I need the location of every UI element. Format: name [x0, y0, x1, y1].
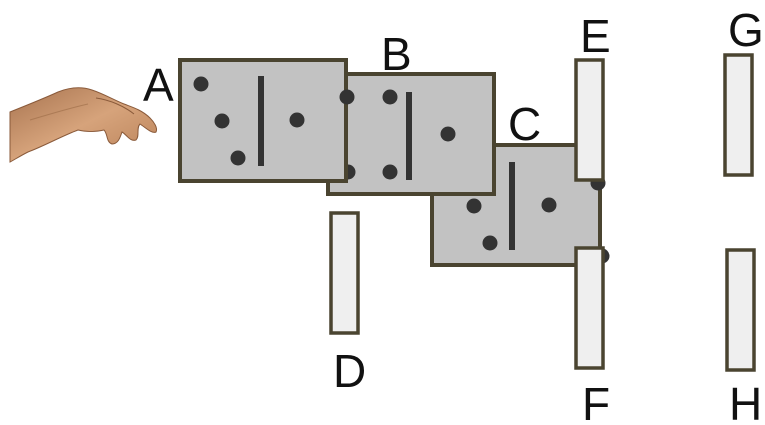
pip — [541, 197, 557, 213]
pip — [214, 113, 230, 129]
label-a: A — [143, 59, 174, 111]
label-f: F — [582, 378, 610, 425]
pip — [382, 89, 398, 105]
bar-e[interactable] — [574, 58, 605, 182]
label-h: H — [729, 378, 762, 425]
label-c: C — [508, 98, 541, 150]
label-e: E — [580, 10, 611, 62]
domino-b[interactable] — [326, 72, 496, 196]
pip — [482, 235, 498, 251]
pip — [440, 126, 456, 142]
label-g: G — [728, 4, 764, 56]
domino-a[interactable] — [178, 58, 355, 183]
bar-f[interactable] — [574, 246, 605, 370]
pip — [466, 198, 482, 214]
pip — [230, 150, 246, 166]
pip — [339, 89, 355, 105]
bar-d[interactable] — [329, 211, 360, 335]
label-d: D — [333, 345, 366, 397]
pip — [289, 112, 305, 128]
pip — [382, 164, 398, 180]
label-b: B — [381, 28, 412, 80]
reaching-hand-icon — [9, 87, 157, 163]
bar-h[interactable] — [725, 248, 756, 372]
bar-g[interactable] — [723, 53, 754, 177]
pip — [193, 76, 209, 92]
